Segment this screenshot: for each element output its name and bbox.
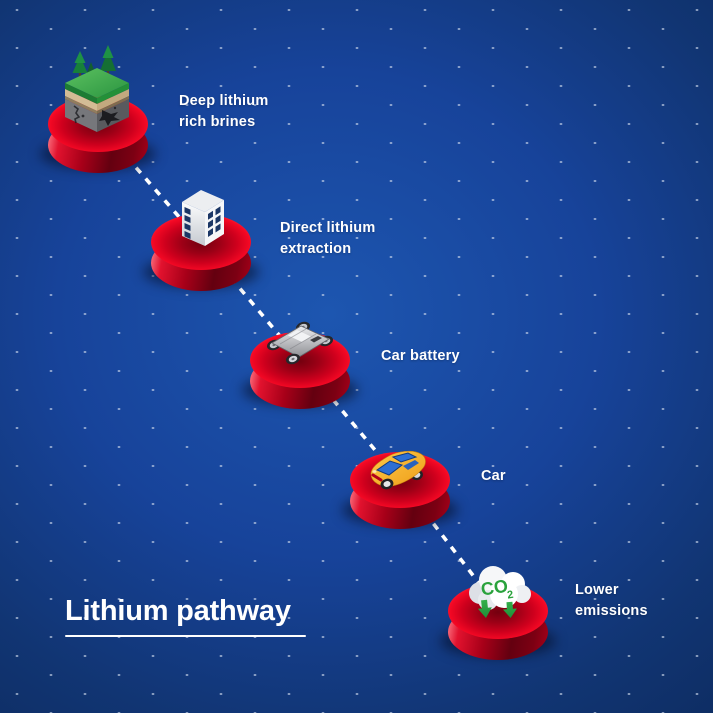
- label-car: Car: [481, 468, 506, 484]
- step-car-battery: [240, 280, 364, 430]
- co2-cloud-icon: CO 2: [460, 560, 538, 622]
- co2-label-main: CO: [479, 576, 509, 600]
- car-icon: [363, 442, 431, 492]
- label-direct-lithium-extraction: Direct lithium extraction: [280, 220, 376, 258]
- step-deep-lithium-rich-brines: [38, 44, 162, 194]
- red-disc: [48, 96, 148, 174]
- terrain-cube-icon: [58, 44, 136, 132]
- extraction-plant-icon: [172, 186, 234, 248]
- title-underline: [65, 635, 306, 638]
- label-lower-emissions: Lower emissions: [575, 582, 648, 620]
- step-lower-emissions: CO 2: [438, 528, 562, 678]
- step-car: [340, 400, 464, 550]
- page-title: Lithium pathway: [65, 595, 291, 627]
- step-direct-lithium-extraction: [141, 162, 265, 312]
- label-deep-lithium-rich-brines: Deep lithium rich brines: [179, 93, 269, 131]
- down-arrow-icon: [502, 601, 517, 618]
- down-arrow-icon: [477, 599, 492, 618]
- title-block: Lithium pathway: [65, 595, 306, 638]
- battery-chassis-icon: [266, 318, 334, 366]
- co2-label-sub: 2: [506, 589, 514, 602]
- label-car-battery: Car battery: [381, 348, 460, 364]
